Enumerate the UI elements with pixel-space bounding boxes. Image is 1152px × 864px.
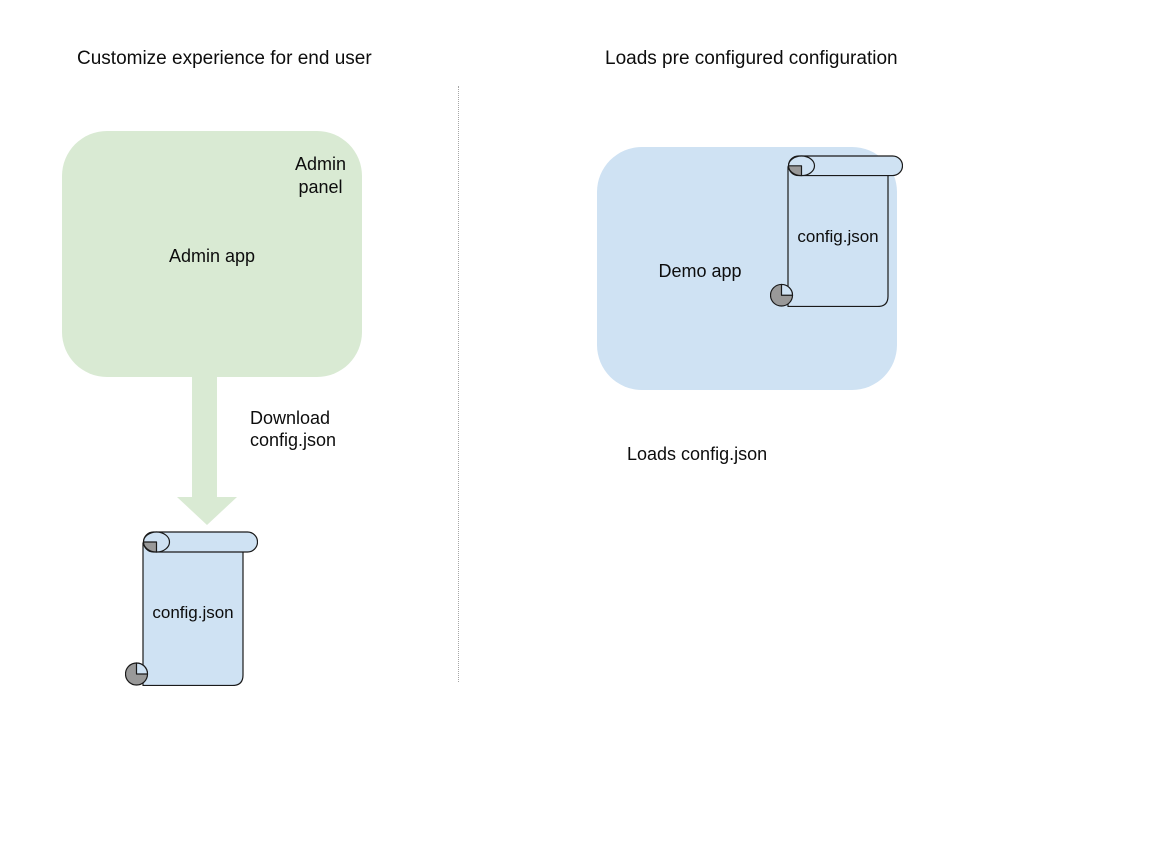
scroll-bottom-curl-notch bbox=[780, 283, 794, 296]
scroll-body bbox=[787, 166, 889, 307]
scroll-shape-right bbox=[770, 155, 903, 307]
config-json-label-left: config.json bbox=[152, 603, 234, 622]
admin-app-box bbox=[62, 131, 362, 377]
section-divider-line bbox=[458, 86, 459, 682]
download-arrow bbox=[177, 377, 237, 525]
loads-config-caption: Loads config.json bbox=[627, 444, 768, 464]
scroll-body bbox=[142, 542, 244, 686]
admin-app-label: Admin app bbox=[168, 246, 256, 266]
config-json-label-right: config.json bbox=[797, 227, 879, 246]
scroll-top-curl-shade bbox=[787, 165, 803, 177]
download-arrow-label: Download config.json bbox=[250, 408, 337, 450]
scroll-top-curl-shade bbox=[142, 541, 158, 553]
download-arrow-shape bbox=[177, 377, 237, 525]
config-json-file-left: config.json bbox=[125, 531, 258, 686]
config-json-file-right: config.json bbox=[770, 155, 903, 307]
scroll-bottom-curl-notch bbox=[135, 662, 149, 675]
demo-app-label: Demo app bbox=[658, 261, 742, 281]
scroll-shape-left bbox=[125, 531, 258, 686]
left-section-title: Customize experience for end user bbox=[77, 48, 372, 69]
admin-panel-label: Admin panel bbox=[294, 154, 347, 197]
right-section-title: Loads pre configured configuration bbox=[605, 48, 898, 69]
admin-panel-box: Admin panel bbox=[280, 139, 361, 213]
